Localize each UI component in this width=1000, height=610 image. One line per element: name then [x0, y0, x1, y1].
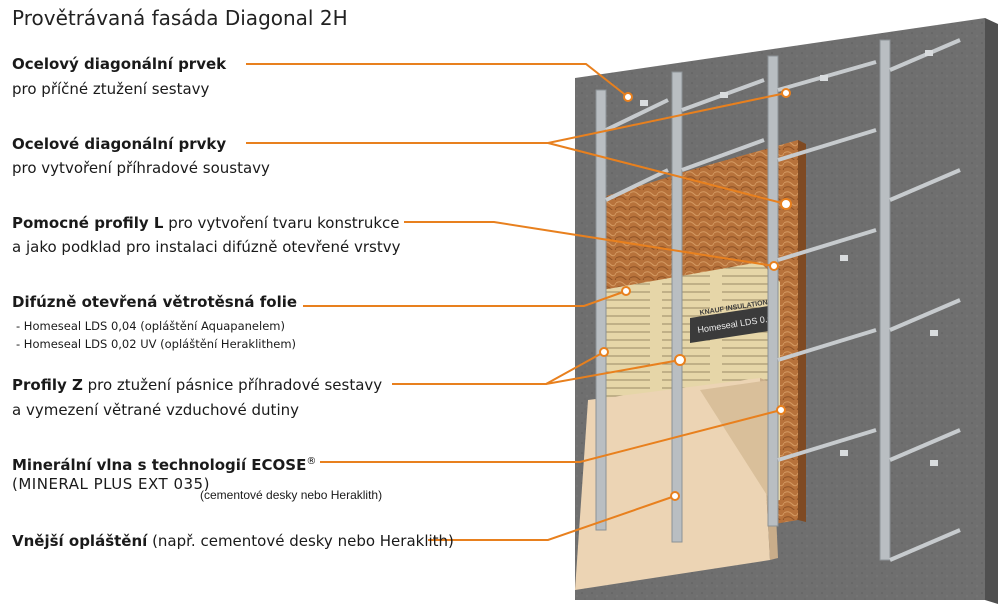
- label-steel-diagonal-elements: Ocelové diagonální prvky: [12, 135, 227, 153]
- label-mineral-wool: Minerální vlna s technologií ECOSE®: [12, 456, 317, 474]
- vertical-profiles: [595, 39, 891, 561]
- folie-item-aquapanel: - Homeseal LDS 0,04 (opláštění Aquapanel…: [16, 319, 285, 333]
- label-z-profiles: Profily Z pro ztužení pásnice příhradové…: [12, 376, 383, 394]
- diagonal-members: [605, 38, 961, 562]
- label-z-profiles-desc: a vymezení větrané vzduchové dutiny: [12, 401, 299, 419]
- label-mineral-wool-desc: (MINERAL PLUS EXT 035): [12, 475, 210, 493]
- label-auxiliary-l-profiles-desc: a jako podklad pro instalaci difúzně ote…: [12, 238, 401, 256]
- label-steel-diagonal-element-desc: pro příčné ztužení sestavy: [12, 80, 210, 98]
- label-windproof-folie: Difúzně otevřená větrotěsná folie: [12, 293, 298, 311]
- label-steel-diagonal-elements-desc: pro vytvoření příhradové soustavy: [12, 159, 270, 177]
- leader-lines: [246, 63, 787, 541]
- stray-note: (cementové desky nebo Heraklith): [200, 488, 383, 502]
- wall-brackets: [640, 50, 938, 466]
- folie-item-heraklith: - Homeseal LDS 0,02 UV (opláštění Herakl…: [16, 337, 297, 351]
- label-auxiliary-l-profiles: Pomocné profily L pro vytvoření tvaru ko…: [12, 214, 400, 232]
- label-outer-cladding: Vnější opláštění (např. cementové desky …: [12, 532, 454, 550]
- concrete-wall-side: [985, 18, 998, 604]
- label-steel-diagonal-element: Ocelový diagonální prvek: [12, 55, 227, 73]
- leader-markers: [599, 88, 792, 501]
- diagram-title: Provětrávaná fasáda Diagonal 2H: [12, 6, 348, 30]
- cladding-cut-edge: [700, 380, 770, 500]
